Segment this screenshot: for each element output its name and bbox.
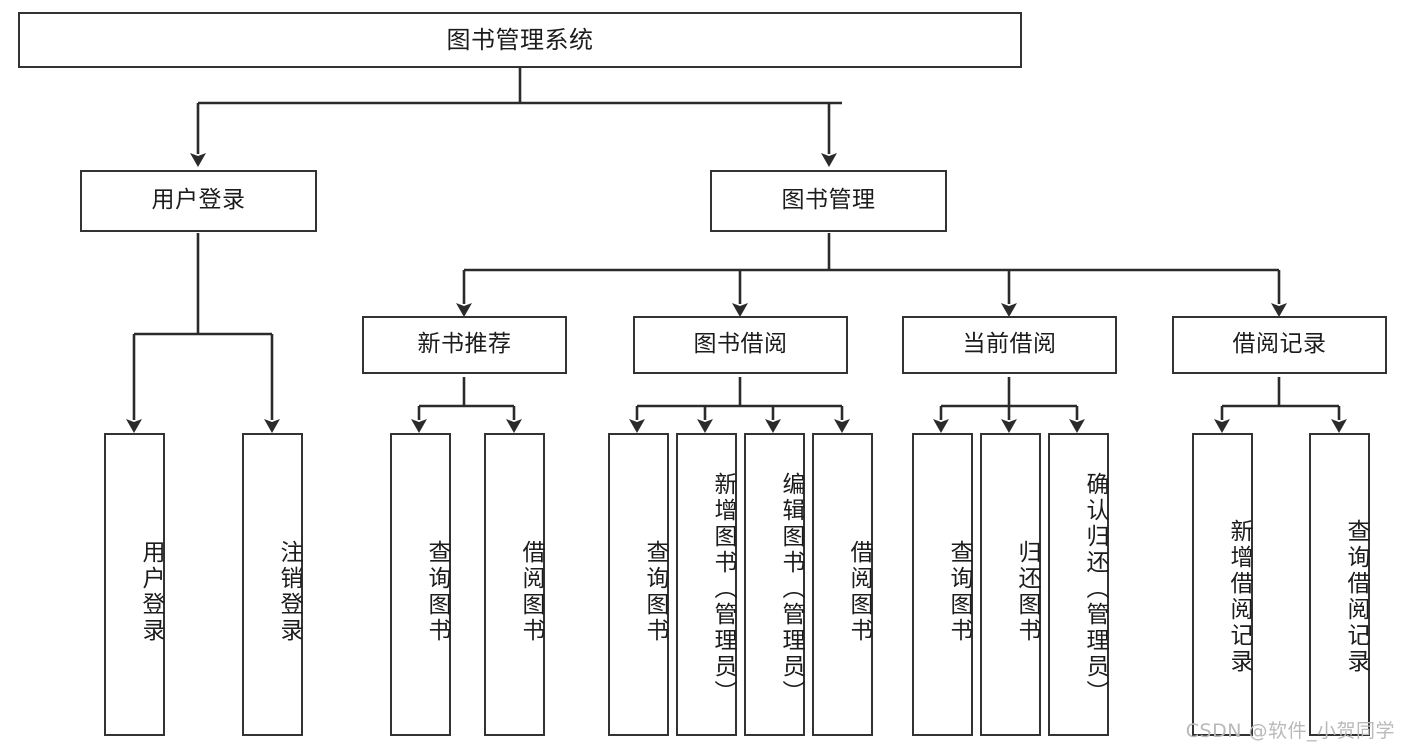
node-label: 借阅图书 bbox=[518, 539, 544, 644]
leaf-record-query-record[interactable]: 查询借阅记录 bbox=[1309, 433, 1370, 736]
node-label: 图书管理 bbox=[781, 187, 876, 214]
watermark-text: CSDN @软件_小贺同学 bbox=[1185, 720, 1395, 742]
node-current-borrow[interactable]: 当前借阅 bbox=[902, 316, 1117, 374]
node-label: 图书借阅 bbox=[693, 331, 788, 358]
node-label: 查询借阅记录 bbox=[1343, 518, 1369, 675]
node-label: 查询图书 bbox=[642, 539, 668, 644]
node-label: 用户登录 bbox=[138, 539, 164, 644]
leaf-borrow-add-book[interactable]: 新增图书（管理员） bbox=[676, 433, 737, 736]
node-label: 新增借阅记录 bbox=[1226, 518, 1252, 675]
node-label: 用户登录 bbox=[151, 187, 246, 214]
node-label: 注销登录 bbox=[276, 539, 302, 644]
node-label: 编辑图书（管理员） bbox=[778, 471, 804, 706]
node-new-book-recommend[interactable]: 新书推荐 bbox=[362, 316, 567, 374]
node-user-login[interactable]: 用户登录 bbox=[80, 170, 317, 232]
leaf-borrow-edit-book[interactable]: 编辑图书（管理员） bbox=[744, 433, 805, 736]
leaf-user-login[interactable]: 用户登录 bbox=[104, 433, 165, 736]
node-root-system[interactable]: 图书管理系统 bbox=[18, 12, 1022, 68]
leaf-logout[interactable]: 注销登录 bbox=[242, 433, 303, 736]
node-label: 查询图书 bbox=[946, 539, 972, 644]
node-label: 当前借阅 bbox=[962, 331, 1057, 358]
node-book-borrow[interactable]: 图书借阅 bbox=[633, 316, 848, 374]
node-book-management[interactable]: 图书管理 bbox=[710, 170, 947, 232]
leaf-recommend-query-book[interactable]: 查询图书 bbox=[390, 433, 451, 736]
node-label: 归还图书 bbox=[1014, 539, 1040, 644]
node-label: 新书推荐 bbox=[417, 331, 512, 358]
node-label: 图书管理系统 bbox=[446, 25, 594, 54]
leaf-current-confirm-return[interactable]: 确认归还（管理员） bbox=[1048, 433, 1109, 736]
node-label: 新增图书（管理员） bbox=[710, 471, 736, 706]
leaf-borrow-query-book[interactable]: 查询图书 bbox=[608, 433, 669, 736]
node-label: 查询图书 bbox=[424, 539, 450, 644]
leaf-record-add-record[interactable]: 新增借阅记录 bbox=[1192, 433, 1253, 736]
node-label: 借阅记录 bbox=[1232, 331, 1327, 358]
leaf-current-query-book[interactable]: 查询图书 bbox=[912, 433, 973, 736]
leaf-current-return-book[interactable]: 归还图书 bbox=[980, 433, 1041, 736]
node-label: 确认归还（管理员） bbox=[1082, 471, 1108, 706]
node-borrow-record[interactable]: 借阅记录 bbox=[1172, 316, 1387, 374]
node-label: 借阅图书 bbox=[846, 539, 872, 644]
leaf-borrow-borrow-book[interactable]: 借阅图书 bbox=[812, 433, 873, 736]
leaf-recommend-borrow-book[interactable]: 借阅图书 bbox=[484, 433, 545, 736]
